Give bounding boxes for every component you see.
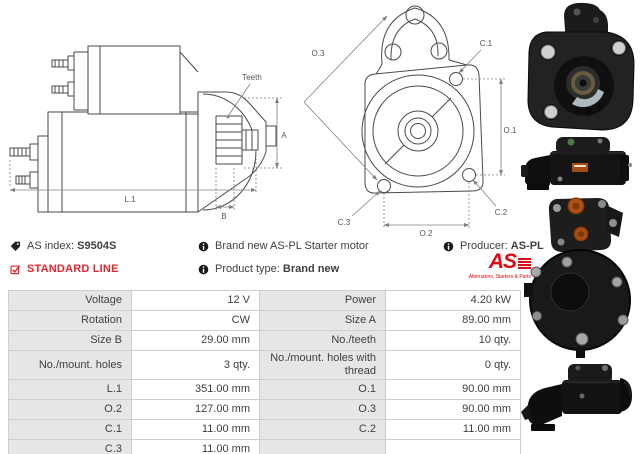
- spec-label-cell: C.2: [259, 419, 386, 441]
- product-type-text: Product type: Brand new: [215, 263, 339, 275]
- spec-value-cell: 11.00 mm: [385, 419, 521, 441]
- spec-label-cell: No./mount. holes with thread: [259, 349, 386, 381]
- dim-o1-label: O.1: [504, 126, 517, 135]
- info-icon: [198, 264, 209, 274]
- spec-label-cell: Size B: [8, 330, 132, 351]
- producer-line: Producer: AS-PL: [443, 240, 544, 252]
- as-pl-logo-text: AS: [488, 250, 517, 273]
- dim-b-label: B: [221, 212, 226, 221]
- spec-label-cell: No./mount. holes: [8, 349, 132, 381]
- product-type-line: Product type: Brand new: [198, 263, 339, 275]
- spec-label-cell: C.3: [8, 439, 132, 454]
- spec-value-cell: 10 qty.: [385, 330, 521, 351]
- side-view-labels: L.1 B A Teeth: [124, 73, 287, 221]
- as-index-label: AS index:: [27, 240, 75, 252]
- dim-a-label: A: [281, 131, 287, 140]
- spec-value-cell: 90.00 mm: [385, 399, 521, 421]
- side-view-dimensions: [9, 83, 282, 211]
- producer-label: Producer:: [460, 240, 508, 252]
- front-view-dimensions: [303, 15, 505, 229]
- spec-value-cell: 12 V: [131, 290, 260, 311]
- spec-value-cell: 4.20 kW: [385, 290, 521, 311]
- brand-new-text: Brand new AS-PL Starter motor: [215, 240, 369, 252]
- spec-value-cell: 29.00 mm: [131, 330, 260, 351]
- photo-rear-view: [520, 195, 640, 358]
- spec-value-cell: CW: [131, 310, 260, 331]
- dim-c1-label: C.1: [480, 39, 493, 48]
- spec-label-cell: No./teeth: [259, 330, 386, 351]
- drawing-side-view: L.1 B A Teeth: [9, 45, 287, 221]
- spec-label-cell: O.2: [8, 399, 132, 421]
- spec-row: L.1 351.00 mm O.1 90.00 mm: [8, 379, 521, 401]
- product-type-label: Product type:: [215, 263, 280, 275]
- photo-front-view: [520, 0, 640, 135]
- spec-row: No./mount. holes 3 qty. No./mount. holes…: [8, 349, 521, 381]
- as-pl-logo-stripes: [518, 258, 531, 269]
- spec-value-cell: 90.00 mm: [385, 379, 521, 401]
- as-pl-logo-mark: AS: [488, 250, 531, 273]
- as-pl-logo: AS Alternators, Starters & Parts: [443, 250, 531, 280]
- spec-label-cell: Voltage: [8, 290, 132, 311]
- dim-c3-label: C.3: [338, 218, 351, 227]
- product-photos: [520, 0, 640, 454]
- product-type-value: Brand new: [282, 263, 340, 275]
- dim-o3-label: O.3: [312, 49, 325, 58]
- spec-row: Size B 29.00 mm No./teeth 10 qty.: [8, 330, 521, 351]
- front-view-labels: O.3 C.1 O.1 C.2 C.3 O.2: [312, 39, 517, 238]
- producer-text: Producer: AS-PL: [460, 240, 544, 252]
- info-icon: [443, 241, 454, 251]
- spec-label-cell: [259, 439, 386, 454]
- spec-value-cell: 351.00 mm: [131, 379, 260, 401]
- spec-value-cell: 0 qty.: [385, 349, 521, 381]
- spec-value-cell: 11.00 mm: [131, 419, 260, 441]
- tag-icon: [10, 241, 20, 251]
- as-index-text: AS index: S9504S: [27, 240, 116, 252]
- spec-label-cell: Size A: [259, 310, 386, 331]
- as-index-value: S9504S: [77, 240, 117, 252]
- teeth-label: Teeth: [242, 73, 262, 82]
- spec-label-cell: O.3: [259, 399, 386, 421]
- checkbox-checked-icon: [10, 264, 21, 274]
- as-index-line: AS index: S9504S: [10, 240, 116, 252]
- standard-line-label: STANDARD LINE: [27, 263, 119, 275]
- spec-value-cell: [385, 439, 521, 454]
- dim-c2-label: C.2: [495, 208, 508, 217]
- spec-row: O.2 127.00 mm O.3 90.00 mm: [8, 399, 521, 421]
- producer-value: AS-PL: [510, 240, 544, 252]
- dim-l1-label: L.1: [124, 195, 136, 204]
- spec-label-cell: Power: [259, 290, 386, 311]
- as-pl-logo-tagline: Alternators, Starters & Parts: [468, 274, 531, 280]
- spec-label-cell: C.1: [8, 419, 132, 441]
- spec-label-cell: O.1: [259, 379, 386, 401]
- photo-side-view-2: [520, 358, 640, 452]
- spec-value-cell: 3 qty.: [131, 349, 260, 381]
- standard-line-badge: STANDARD LINE: [10, 263, 119, 275]
- starter-side-outline: [9, 45, 277, 213]
- spec-value-cell: 89.00 mm: [385, 310, 521, 331]
- dim-o2-label: O.2: [420, 229, 433, 238]
- spec-row: C.3 11.00 mm: [8, 439, 521, 454]
- spec-label-cell: Rotation: [8, 310, 132, 331]
- spec-value-cell: 127.00 mm: [131, 399, 260, 421]
- info-icon: [198, 241, 209, 251]
- spec-row: Voltage 12 V Power 4.20 kW: [8, 290, 521, 311]
- drawing-front-view: O.3 C.1 O.1 C.2 C.3 O.2: [303, 5, 517, 238]
- spec-table: Voltage 12 V Power 4.20 kW Rotation CW S…: [8, 290, 521, 454]
- spec-value-cell: 11.00 mm: [131, 439, 260, 454]
- photo-side-view: [520, 135, 640, 195]
- brand-new-line: Brand new AS-PL Starter motor: [198, 240, 369, 252]
- starter-front-outline: [361, 5, 484, 194]
- spec-label-cell: L.1: [8, 379, 132, 401]
- spec-row: C.1 11.00 mm C.2 11.00 mm: [8, 419, 521, 441]
- spec-row: Rotation CW Size A 89.00 mm: [8, 310, 521, 331]
